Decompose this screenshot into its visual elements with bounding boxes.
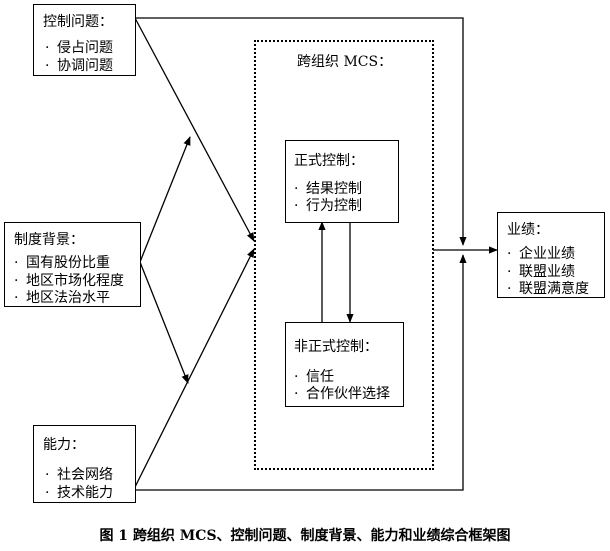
arrow-institution-to-control [139,136,191,263]
capability-box: 能力： ·社会网络 ·技术能力 [33,425,136,503]
control-issues-box: 控制问题： ·侵占问题 ·协调问题 [33,4,136,76]
control-issues-title: 控制问题： [43,14,113,30]
capability-title: 能力： [43,437,85,453]
performance-item: ·企业业绩 [507,246,575,262]
institutional-background-item: ·国有股份比重 [14,255,110,271]
performance-item: ·联盟满意度 [507,281,589,297]
informal-control-item: ·合作伙伴选择 [294,386,390,402]
performance-box: 业绩： ·企业业绩 ·联盟业绩 ·联盟满意度 [497,212,605,298]
mcs-title: 跨组织 MCS： [297,54,393,70]
mcs-container [254,40,434,470]
control-issues-item: ·协调问题 [45,58,113,74]
capability-item: ·社会网络 [45,467,113,483]
informal-control-box: 非正式控制： ·信任 ·合作伙伴选择 [285,322,404,407]
informal-control-title: 非正式控制： [294,339,378,355]
control-issues-item: ·侵占问题 [45,40,113,56]
institutional-background-item: ·地区市场化程度 [14,273,124,289]
formal-control-item: ·结果控制 [294,181,362,197]
institutional-background-title: 制度背景： [14,232,84,248]
figure-caption: 图 1 跨组织 MCS、控制问题、制度背景、能力和业绩综合框架图 [99,528,511,544]
informal-control-item: ·信任 [294,369,334,385]
arrow-institution-to-capability [139,261,189,384]
formal-control-title: 正式控制： [294,153,364,169]
formal-control-box: 正式控制： ·结果控制 ·行为控制 [285,140,399,223]
arrow-capability-to-mcs [134,248,255,488]
performance-title: 业绩： [507,222,549,238]
institutional-background-box: 制度背景： ·国有股份比重 ·地区市场化程度 ·地区法治水平 [4,222,141,307]
formal-control-item: ·行为控制 [294,198,362,214]
line-control-to-performance [135,17,467,246]
arrow-control-to-mcs [134,17,255,242]
performance-item: ·联盟业绩 [507,264,575,280]
line-capability-to-performance [135,254,467,491]
capability-item: ·技术能力 [45,485,113,501]
institutional-background-item: ·地区法治水平 [14,290,110,306]
